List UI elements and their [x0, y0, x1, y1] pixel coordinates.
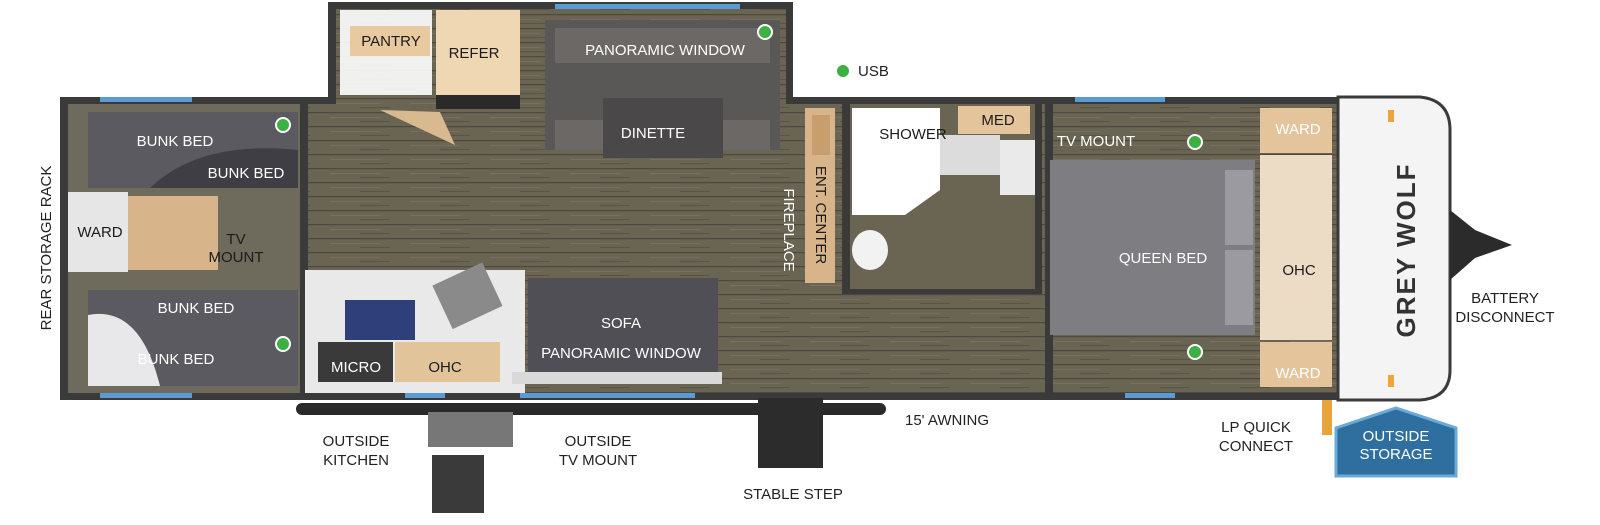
galley — [305, 262, 722, 398]
front-ward-bottom — [1260, 342, 1332, 387]
stable-step-label: STABLE STEP — [743, 486, 843, 503]
tv-mount-rear-label-2: MOUNT — [209, 249, 264, 266]
usb-dot — [1187, 134, 1203, 150]
micro-label: MICRO — [331, 359, 381, 376]
brand-logo: GREY WOLF — [1391, 163, 1421, 338]
pantry-cabinet — [350, 26, 430, 56]
bunk-bed-label-3: BUNK BED — [158, 300, 235, 317]
usb-dot — [275, 336, 291, 352]
ohc-front-label: OHC — [1282, 262, 1316, 279]
usb-legend-icon — [835, 63, 851, 79]
kitchen-ohc — [395, 342, 500, 382]
window — [100, 97, 192, 102]
kitchen-slide — [340, 4, 780, 158]
outside-storage-label-1: OUTSIDE — [1363, 428, 1430, 445]
front-bedroom — [1045, 97, 1332, 398]
lp-quick-connect-label-2: CONNECT — [1219, 438, 1293, 455]
usb-dot — [275, 117, 291, 133]
pantry-label: PANTRY — [361, 33, 420, 50]
bathroom — [842, 104, 1042, 294]
outside-tv-mount-label-2: TV MOUNT — [559, 452, 637, 469]
usb-dot — [1187, 344, 1203, 360]
sofa — [528, 278, 718, 378]
bunk-bed-label-1: BUNK BED — [137, 133, 214, 150]
sofa-label: SOFA — [601, 315, 641, 332]
panoramic-window-bottom-label: PANORAMIC WINDOW — [541, 345, 702, 362]
ward-front-bottom-label: WARD — [1275, 365, 1320, 382]
ward-front-top-label: WARD — [1275, 121, 1320, 138]
dinette-table — [603, 98, 723, 158]
outside-storage-label-2: STORAGE — [1359, 446, 1432, 463]
bunk-bed-label-4: BUNK BED — [138, 351, 215, 368]
shower-stall — [852, 108, 940, 215]
medicine-cabinet — [958, 106, 1030, 134]
outside-kitchen-grill — [432, 455, 484, 513]
shower-label: SHOWER — [879, 126, 947, 143]
outside-tv-mount-label-1: OUTSIDE — [565, 433, 632, 450]
tv-mount-front-label: TV MOUNT — [1057, 133, 1135, 150]
lp-quick-connect-label-1: LP QUICK — [1221, 419, 1291, 436]
rear-wardrobe — [68, 192, 128, 272]
usb-dot — [757, 24, 773, 40]
front-cap: GREY WOLF — [1336, 95, 1512, 402]
awning-label: 15' AWNING — [905, 412, 989, 429]
refer-label: REFER — [449, 45, 500, 62]
window — [555, 4, 740, 9]
rear-cabinet — [128, 196, 218, 270]
ent-center-label: ENT. CENTER — [812, 166, 829, 265]
panoramic-window-top-label: PANORAMIC WINDOW — [585, 42, 746, 59]
stable-step — [758, 398, 823, 468]
dinette-label: DINETTE — [621, 125, 685, 142]
battery-disconnect-label-2: DISCONNECT — [1455, 309, 1554, 326]
rear-storage-rack-label: REAR STORAGE RACK — [38, 166, 55, 331]
usb-label: USB — [858, 63, 889, 80]
rear-bunk-room — [68, 97, 308, 398]
window — [1075, 97, 1165, 102]
window — [520, 393, 695, 398]
queen-bed-label: QUEEN BED — [1119, 250, 1208, 267]
outside-storage-badge: OUTSIDE STORAGE — [1334, 406, 1458, 478]
toilet — [852, 230, 888, 270]
fireplace-label: FIREPLACE — [780, 188, 797, 271]
exterior — [296, 398, 1332, 513]
bath-sink — [940, 135, 1000, 175]
sink — [432, 262, 503, 330]
stove — [345, 300, 415, 340]
window — [100, 393, 192, 398]
med-label: MED — [981, 112, 1015, 129]
ent-center — [805, 108, 835, 283]
ward-rear-label: WARD — [77, 224, 122, 241]
tv-mount-rear-label-1: TV — [226, 231, 245, 248]
hitch — [1450, 210, 1512, 280]
refer-unit — [436, 10, 520, 95]
front-ward-top — [1260, 108, 1332, 153]
outside-kitchen-label-2: KITCHEN — [323, 452, 389, 469]
outside-kitchen-label-1: OUTSIDE — [323, 433, 390, 450]
outside-kitchen-sink — [428, 412, 513, 447]
queen-bed — [1050, 160, 1255, 335]
lp-connection — [1322, 400, 1332, 435]
battery-disconnect-label-1: BATTERY — [1471, 290, 1539, 307]
microwave — [318, 342, 393, 382]
front-ohc — [1260, 155, 1332, 340]
window — [1125, 393, 1175, 398]
bunk-bed-label-2: BUNK BED — [208, 165, 285, 182]
ohc-kitchen-label: OHC — [428, 359, 462, 376]
window — [405, 393, 445, 398]
